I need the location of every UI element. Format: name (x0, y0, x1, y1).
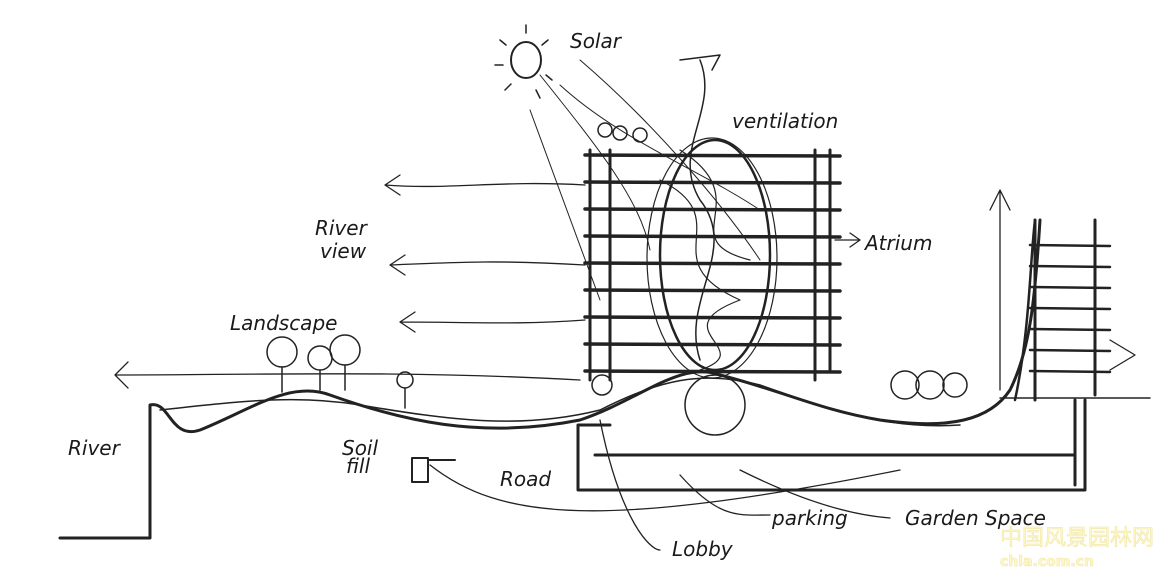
main-tower (583, 122, 842, 382)
floor-line (583, 234, 842, 239)
right-tower (989, 189, 1136, 402)
label-river: River (68, 436, 122, 460)
floor-line (1028, 243, 1112, 248)
label-river-view-1: River (315, 216, 369, 240)
floor-line (583, 207, 842, 212)
label-ventilation: ventilation (732, 109, 838, 133)
floor-line (1028, 285, 1112, 290)
label-fill: fill (346, 454, 370, 478)
label-atrium: Atrium (863, 231, 932, 255)
label-soil: Soil (342, 436, 378, 460)
sun-icon (494, 24, 553, 99)
label-river-view-2: view (320, 239, 367, 263)
floor-line (583, 288, 842, 293)
watermark: 中国风景园林网 chla.com.cn (1000, 526, 1155, 571)
label-solar: Solar (570, 29, 623, 53)
svg-text:chla.com.cn: chla.com.cn (1000, 554, 1094, 570)
floor-line (583, 261, 842, 266)
label-garden-space: Garden Space (905, 506, 1046, 530)
view-arrows (114, 174, 901, 551)
label-road: Road (500, 467, 551, 491)
floor-line (1028, 264, 1112, 269)
floor-line (583, 342, 842, 347)
floor-line (583, 153, 842, 158)
trees (266, 334, 968, 436)
floor-line (1028, 348, 1112, 353)
floor-line (1028, 327, 1112, 332)
label-parking: parking (771, 506, 848, 530)
floor-line (1028, 306, 1112, 311)
floor-line (583, 315, 842, 320)
svg-text:中国风景园林网: 中国风景园林网 (1000, 526, 1154, 551)
label-landscape: Landscape (230, 311, 337, 335)
floor-line (1028, 369, 1112, 374)
label-lobby: Lobby (672, 537, 734, 561)
